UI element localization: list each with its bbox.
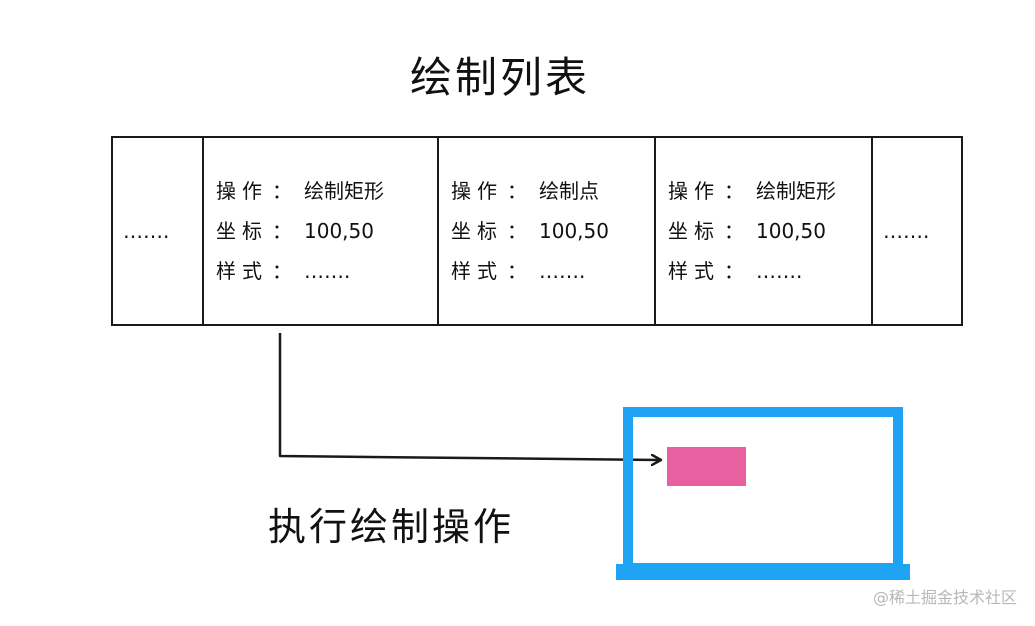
coord-row: 坐标： 100,50 xyxy=(216,211,437,251)
row-separator: ： xyxy=(724,259,744,283)
coord-row: 坐标： 100,50 xyxy=(451,211,654,251)
row-separator: ： xyxy=(507,259,527,283)
row-separator: ： xyxy=(272,259,292,283)
op-row: 操作： 绘制矩形 xyxy=(216,171,437,211)
row-value: ……. xyxy=(756,259,803,283)
row-value: 100,50 xyxy=(304,219,374,243)
row-separator: ： xyxy=(272,219,292,243)
ellipsis-text: ……. xyxy=(883,219,930,243)
style-row: 样式： ……. xyxy=(216,251,437,291)
ellipsis-text: ……. xyxy=(123,219,170,243)
row-label: 样式 xyxy=(451,259,503,283)
row-separator: ： xyxy=(507,179,527,203)
op-row: 操作： 绘制矩形 xyxy=(668,171,871,211)
execute-arrow xyxy=(278,333,660,460)
row-value: ……. xyxy=(304,259,351,283)
row-label: 样式 xyxy=(668,259,720,283)
execute-draw-label: 执行绘制操作 xyxy=(268,505,515,549)
draw-list-table: ……. 操作：绘制矩形 坐标：100,50 样式：……. 操作：绘制点 坐标：1… xyxy=(111,136,963,326)
draw-list-cell-trailing-ellipsis: ……. xyxy=(873,138,961,324)
row-value: 100,50 xyxy=(539,219,609,243)
row-label: 操作 xyxy=(668,179,720,203)
row-separator: ： xyxy=(724,219,744,243)
row-value: 100,50 xyxy=(756,219,826,243)
screen-frame xyxy=(623,407,903,573)
style-row: 样式： ……. xyxy=(668,251,871,291)
watermark: @稀土掘金技术社区 xyxy=(872,588,1017,607)
draw-list-cell-leading-ellipsis: ……. xyxy=(113,138,204,324)
draw-list-cell-1: 操作：绘制矩形 坐标：100,50 样式：……. xyxy=(204,138,439,324)
op-row: 操作： 绘制点 xyxy=(451,171,654,211)
screen-icon xyxy=(616,407,910,580)
coord-row: 坐标： 100,50 xyxy=(668,211,871,251)
diagram-title: 绘制列表 xyxy=(409,53,590,102)
draw-list-cell-3: 操作：绘制矩形 坐标：100,50 样式：……. xyxy=(656,138,873,324)
row-label: 坐标 xyxy=(216,219,268,243)
row-label: 坐标 xyxy=(668,219,720,243)
style-row: 样式： ……. xyxy=(451,251,654,291)
row-value: ……. xyxy=(539,259,586,283)
row-label: 坐标 xyxy=(451,219,503,243)
row-label: 操作 xyxy=(216,179,268,203)
row-separator: ： xyxy=(272,179,292,203)
row-label: 操作 xyxy=(451,179,503,203)
row-value: 绘制点 xyxy=(539,179,599,203)
row-separator: ： xyxy=(507,219,527,243)
row-label: 样式 xyxy=(216,259,268,283)
row-separator: ： xyxy=(724,179,744,203)
screen-base xyxy=(616,564,910,580)
drawn-rectangle xyxy=(667,447,746,486)
row-value: 绘制矩形 xyxy=(756,179,836,203)
row-value: 绘制矩形 xyxy=(304,179,384,203)
draw-list-cell-2: 操作：绘制点 坐标：100,50 样式：……. xyxy=(439,138,656,324)
